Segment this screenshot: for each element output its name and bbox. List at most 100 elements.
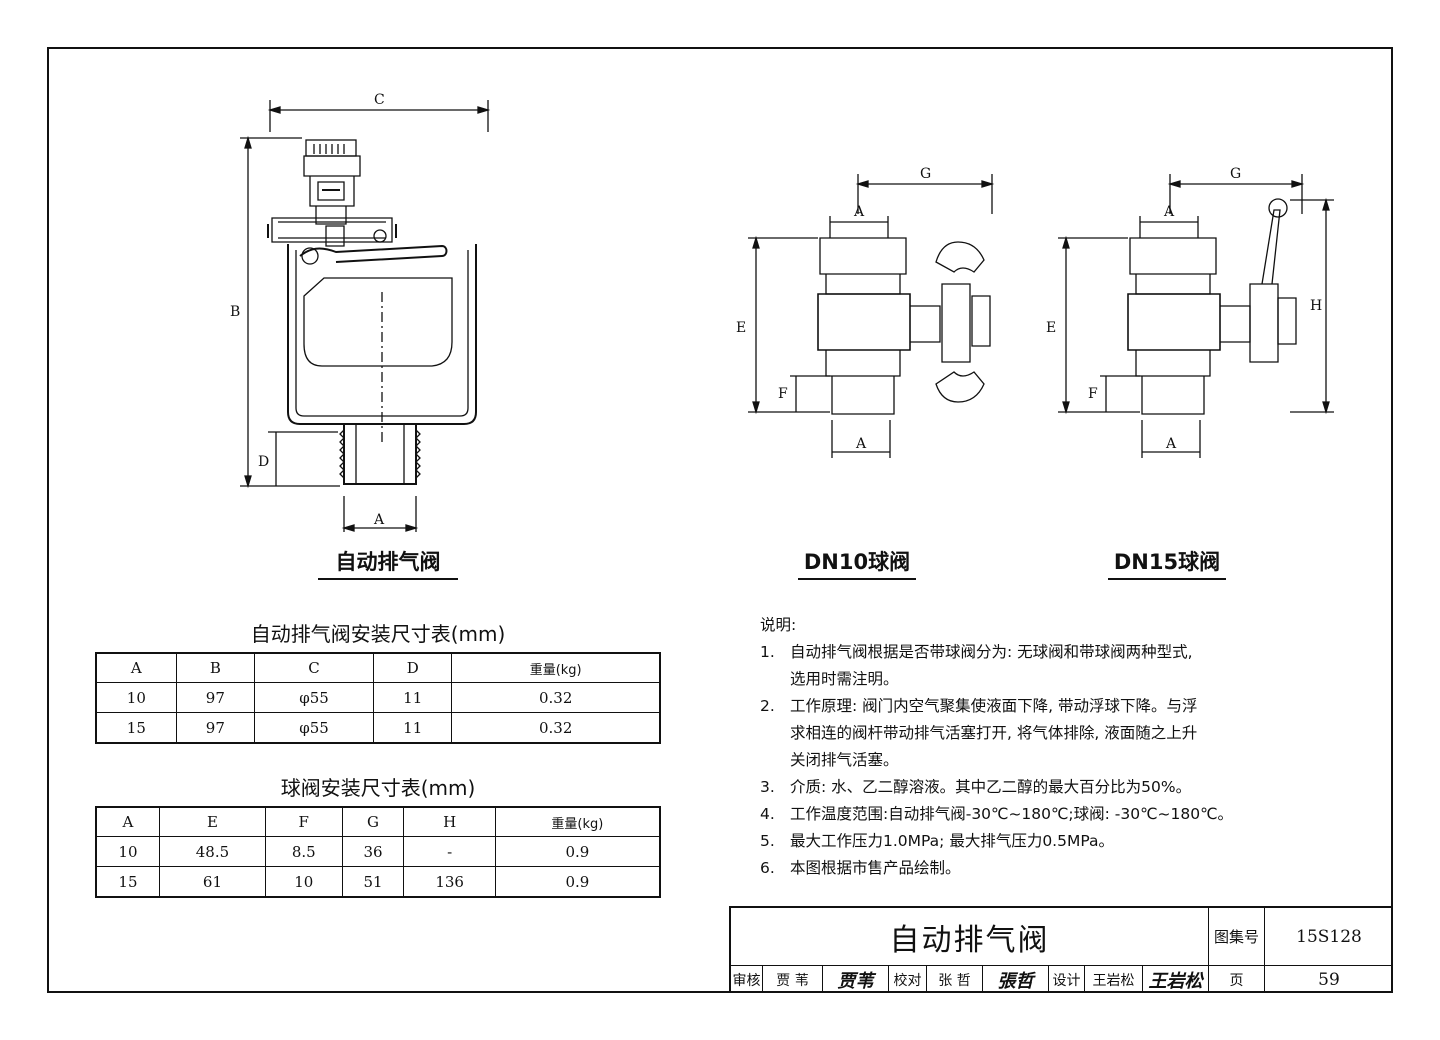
auto-air-vent-caption: 自动排气阀 bbox=[318, 546, 458, 580]
dn15-dim-h-label: H bbox=[1310, 298, 1322, 314]
reviewer-signature: 贾苇 bbox=[823, 966, 889, 993]
table-row: 15 97 φ55 11 0.32 bbox=[95, 712, 661, 744]
table-cell: 97 bbox=[175, 682, 255, 713]
designer-name: 王岩松 bbox=[1085, 966, 1143, 993]
page-number: 59 bbox=[1318, 969, 1340, 990]
table-cell: - bbox=[403, 836, 496, 867]
table-cell: 136 bbox=[403, 866, 496, 898]
dn15-dim-e-label: E bbox=[1046, 320, 1056, 336]
table-cell: 48.5 bbox=[158, 836, 266, 867]
note-number: 1. bbox=[760, 643, 775, 661]
check-label: 校对 bbox=[889, 966, 927, 993]
table-cell: 11 bbox=[373, 682, 453, 713]
note-number: 3. bbox=[760, 778, 775, 796]
note-line: 关闭排气活塞。 bbox=[790, 751, 899, 769]
table-cell: 97 bbox=[175, 712, 255, 744]
note-number: 5. bbox=[760, 832, 775, 850]
table-header-cell: G bbox=[341, 806, 405, 837]
checker-signature: 張哲 bbox=[983, 966, 1049, 993]
dn10-dim-g-label: G bbox=[920, 166, 931, 182]
table-header-cell: D bbox=[373, 652, 453, 683]
table-cell: 15 bbox=[95, 712, 177, 744]
table-cell: 0.9 bbox=[494, 836, 661, 867]
table-header-cell: C bbox=[253, 652, 375, 683]
table-header-cell: 重量(kg) bbox=[451, 652, 661, 683]
table-header-row: A B C D 重量(kg) bbox=[95, 652, 661, 683]
note-line: 求相连的阀杆带动排气活塞打开, 将气体排除, 液面随之上升 bbox=[790, 724, 1198, 742]
note-item: 6. 本图根据市售产品绘制。 bbox=[760, 855, 1360, 882]
note-line: 工作原理: 阀门内空气聚集使液面下降, 带动浮球下降。与浮 bbox=[790, 697, 1198, 715]
note-line: 本图根据市售产品绘制。 bbox=[790, 859, 961, 877]
note-line: 选用时需注明。 bbox=[790, 670, 899, 688]
note-number: 2. bbox=[760, 697, 775, 715]
note-item: 5. 最大工作压力1.0MPa; 最大排气压力0.5MPa。 bbox=[760, 828, 1360, 855]
table-cell: 11 bbox=[373, 712, 453, 744]
dn10-dim-a-top-label: A bbox=[853, 204, 865, 220]
design-label: 设计 bbox=[1049, 966, 1085, 993]
table-cell: 51 bbox=[341, 866, 405, 898]
table-header-cell: 重量(kg) bbox=[494, 806, 661, 837]
table-header-cell: F bbox=[264, 806, 343, 837]
table-cell: 10 bbox=[95, 836, 160, 867]
note-number: 4. bbox=[760, 805, 775, 823]
auto-air-vent-dimension-table: A B C D 重量(kg) 10 97 φ55 11 0.32 15 97 φ… bbox=[95, 652, 661, 744]
table1-title: 自动排气阀安装尺寸表(mm) bbox=[250, 622, 506, 646]
notes-section: 说明: 1. 自动排气阀根据是否带球阀分为: 无球阀和带球阀两种型式, 选用时需… bbox=[760, 612, 1360, 882]
drawing-frame bbox=[47, 47, 1393, 993]
dn10-ball-valve-caption: DN10球阀 bbox=[798, 546, 916, 580]
note-item: 1. 自动排气阀根据是否带球阀分为: 无球阀和带球阀两种型式, 选用时需注明。 bbox=[760, 639, 1360, 693]
drawing-title: 自动排气阀 bbox=[731, 908, 1209, 966]
table-cell: 10 bbox=[95, 682, 177, 713]
table-cell: 10 bbox=[264, 866, 343, 898]
table-cell: 0.32 bbox=[451, 682, 661, 713]
note-item: 4. 工作温度范围:自动排气阀-30℃~180℃;球阀: -30℃~180℃。 bbox=[760, 801, 1360, 828]
dim-d-label: D bbox=[258, 454, 269, 470]
dn15-dim-g-label: G bbox=[1230, 166, 1241, 182]
note-line: 工作温度范围:自动排气阀-30℃~180℃;球阀: -30℃~180℃。 bbox=[790, 805, 1233, 823]
ball-valve-dimension-table: A E F G H 重量(kg) 10 48.5 8.5 36 - 0.9 15… bbox=[95, 806, 661, 898]
dn10-dim-f-label: F bbox=[778, 386, 788, 402]
table-header-cell: A bbox=[95, 652, 177, 683]
note-line: 最大工作压力1.0MPa; 最大排气压力0.5MPa。 bbox=[790, 832, 1114, 850]
dn15-dim-f-label: F bbox=[1088, 386, 1098, 402]
atlas-label: 图集号 bbox=[1209, 908, 1265, 966]
note-number: 6. bbox=[760, 859, 775, 877]
page-label: 页 bbox=[1209, 966, 1265, 993]
dim-c-label: C bbox=[374, 92, 385, 108]
dn10-dim-a-bottom-label: A bbox=[855, 436, 867, 452]
table-cell: 15 bbox=[95, 866, 160, 898]
table-cell: 0.32 bbox=[451, 712, 661, 744]
title-block: 自动排气阀 图集号 15S128 审核 贾 苇 贾苇 校对 张 哲 張哲 设计 … bbox=[729, 906, 1393, 993]
table-cell: 8.5 bbox=[264, 836, 343, 867]
table-header-cell: H bbox=[403, 806, 496, 837]
table-row: 15 61 10 51 136 0.9 bbox=[95, 866, 661, 898]
note-line: 自动排气阀根据是否带球阀分为: 无球阀和带球阀两种型式, bbox=[790, 643, 1193, 661]
dn15-dim-a-top-label: A bbox=[1163, 204, 1175, 220]
dn10-ball-valve-drawing bbox=[748, 174, 995, 458]
table-header-row: A E F G H 重量(kg) bbox=[95, 806, 661, 837]
dn15-dim-a-bottom-label: A bbox=[1165, 436, 1177, 452]
designer-signature: 王岩松 bbox=[1143, 966, 1209, 993]
table-cell: φ55 bbox=[253, 712, 375, 744]
table-cell: 0.9 bbox=[494, 866, 661, 898]
dn10-dim-e-label: E bbox=[736, 320, 746, 336]
dn15-ball-valve-caption: DN15球阀 bbox=[1108, 546, 1226, 580]
table-cell: φ55 bbox=[253, 682, 375, 713]
reviewer-name: 贾 苇 bbox=[763, 966, 823, 993]
dim-a-label: A bbox=[373, 512, 385, 528]
note-item: 2. 工作原理: 阀门内空气聚集使液面下降, 带动浮球下降。与浮 求相连的阀杆带… bbox=[760, 693, 1360, 774]
note-line: 介质: 水、乙二醇溶液。其中乙二醇的最大百分比为50%。 bbox=[790, 778, 1192, 796]
checker-name: 张 哲 bbox=[927, 966, 983, 993]
notes-heading: 说明: bbox=[760, 616, 797, 634]
dn15-ball-valve-drawing bbox=[1058, 174, 1334, 458]
table-header-cell: E bbox=[158, 806, 266, 837]
table-row: 10 97 φ55 11 0.32 bbox=[95, 682, 661, 713]
table-cell: 36 bbox=[341, 836, 405, 867]
table-cell: 61 bbox=[158, 866, 266, 898]
table2-title: 球阀安装尺寸表(mm) bbox=[280, 776, 476, 800]
table-header-cell: A bbox=[95, 806, 160, 837]
table-row: 10 48.5 8.5 36 - 0.9 bbox=[95, 836, 661, 867]
dim-b-label: B bbox=[230, 304, 240, 320]
table-header-cell: B bbox=[175, 652, 255, 683]
